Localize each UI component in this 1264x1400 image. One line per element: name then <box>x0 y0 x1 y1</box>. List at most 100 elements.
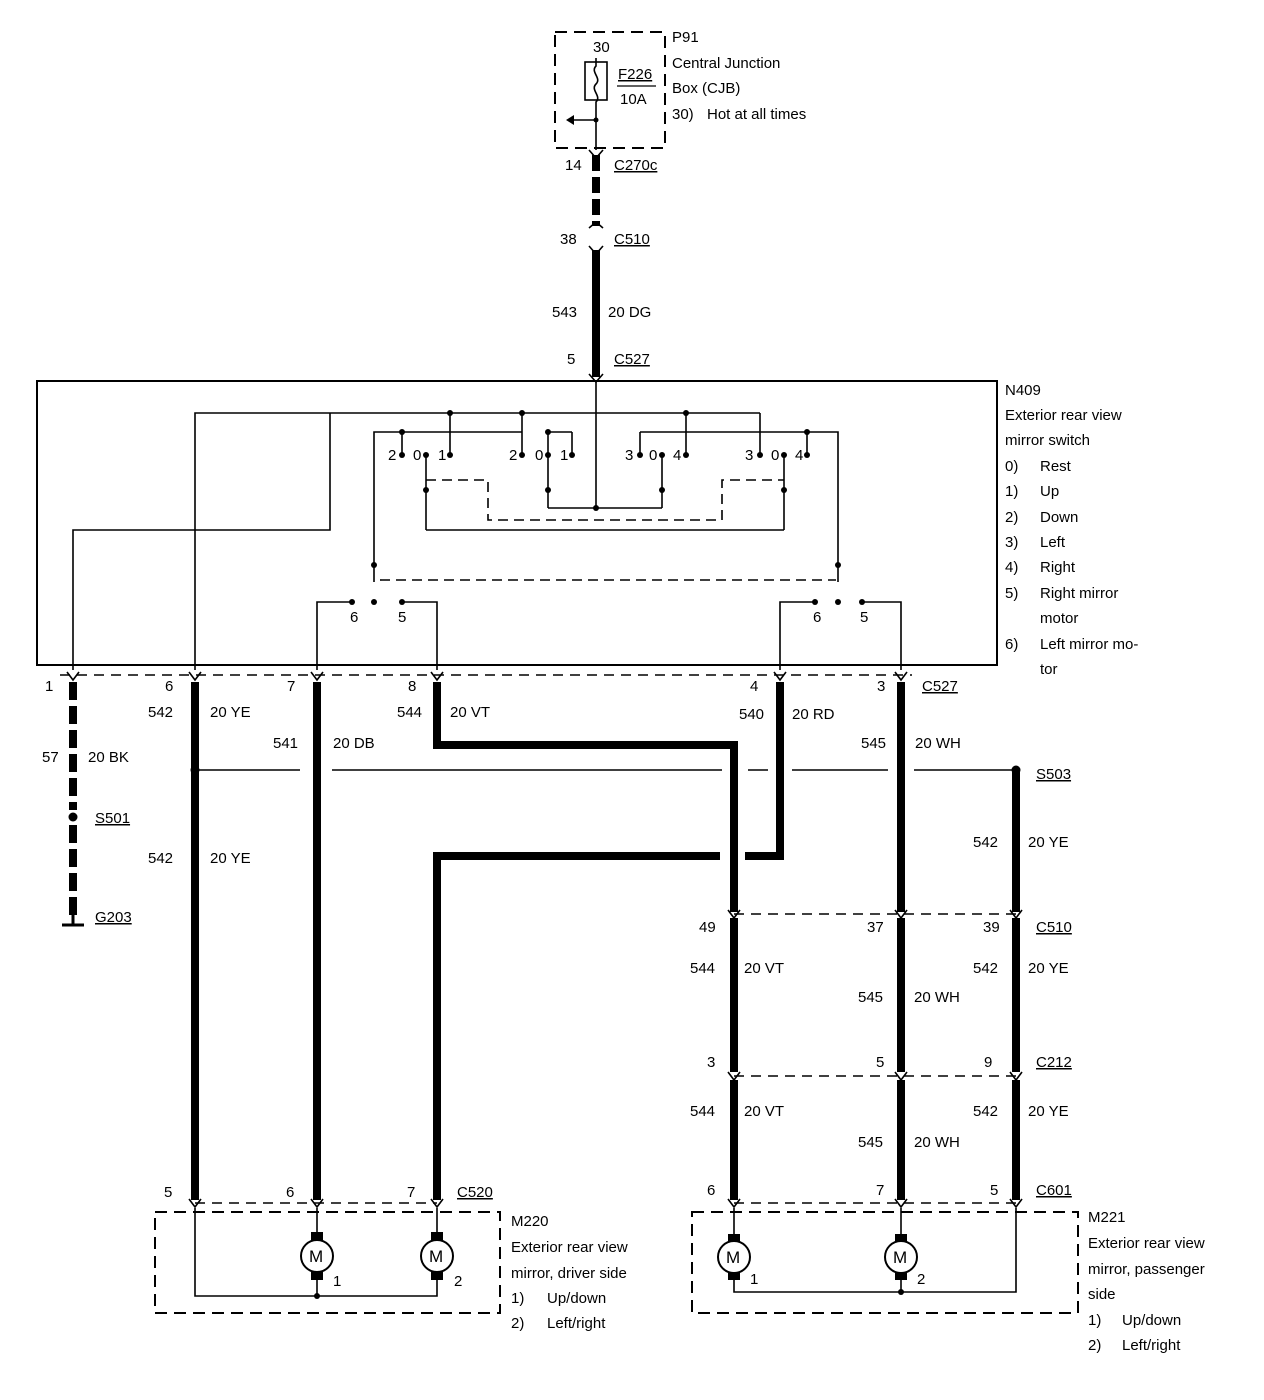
c527-pin: 8 <box>408 678 416 695</box>
motor-symbol: M <box>429 1247 443 1266</box>
switch-name-2: mirror switch <box>1005 432 1090 449</box>
wire-color: 20 YE <box>1028 834 1069 851</box>
wire-circuit: 545 <box>858 1134 883 1151</box>
splice-s503: S503 <box>1036 766 1071 783</box>
wire-circuit: 542 <box>973 834 998 851</box>
wire-color: 20 YE <box>210 850 251 867</box>
switch-legend-text: motor <box>1040 610 1078 627</box>
splice-dot <box>68 812 78 822</box>
c527-pin: 6 <box>165 678 173 695</box>
fuse-box-p91: 30 F226 10A P91 Central Junction Box (CJ… <box>554 29 806 150</box>
switch-n409: N409 Exterior rear view mirror switch 0)… <box>36 380 1138 678</box>
c527-feed-label: C527 <box>614 351 650 368</box>
contact-label: 0 <box>649 447 657 464</box>
c510-pin: 37 <box>867 919 884 936</box>
driver-mirror-name-1: Exterior rear view <box>511 1239 628 1256</box>
fuse-id: F226 <box>618 66 652 83</box>
passenger-legend-num: 1) <box>1088 1312 1101 1329</box>
contact-label: 2 <box>509 447 517 464</box>
contact-label: 5 <box>398 609 406 626</box>
motor-number: 2 <box>917 1271 925 1288</box>
c510-pin: 39 <box>983 919 1000 936</box>
motor-number: 2 <box>454 1273 462 1290</box>
driver-mirror-name-2: mirror, driver side <box>511 1265 627 1282</box>
motor-icon: M <box>300 1232 334 1280</box>
switch-contact-dots <box>349 410 865 605</box>
c520-pin: 6 <box>286 1184 294 1201</box>
c527-pin: 3 <box>877 678 885 695</box>
passenger-legend-text: Up/down <box>1122 1312 1181 1329</box>
switch-legend: 0) Rest 1) Up 2) Down 3) Left 4) Right 5… <box>1005 458 1138 678</box>
wire-color: 20 WH <box>914 1134 960 1151</box>
wire-circuit: 544 <box>690 960 715 977</box>
switch-legend-text: tor <box>1040 661 1058 678</box>
c270c-label: C270c <box>614 157 658 174</box>
c601-connector-row: 6 7 5 C601 <box>707 1182 1072 1209</box>
contact-label: 3 <box>625 447 633 464</box>
contact-label: 4 <box>673 447 681 464</box>
c527-pin: 4 <box>750 678 758 695</box>
switch-legend-text: Down <box>1040 509 1078 526</box>
motor-symbol: M <box>309 1247 323 1266</box>
switch-legend-num: 6) <box>1005 636 1018 653</box>
motor-number: 1 <box>750 1271 758 1288</box>
wire-color: 20 WH <box>915 735 961 752</box>
switch-id: N409 <box>1005 382 1041 399</box>
wire-circuit: 540 <box>739 706 764 723</box>
driver-mirror-m220: M M 1 2 M220 Exterior rear view mirror, … <box>154 1208 628 1332</box>
contact-label: 6 <box>813 609 821 626</box>
wire-circuit: 541 <box>273 735 298 752</box>
c601-pin: 5 <box>990 1182 998 1199</box>
wire-color: 20 BK <box>88 749 129 766</box>
fuse-box-note-text: Hot at all times <box>707 106 806 123</box>
feed-circuit: 543 <box>552 304 577 321</box>
fuse-box-note-num: 30) <box>672 106 694 123</box>
c510-feed-pin: 38 <box>560 231 577 248</box>
c527-pin: 7 <box>287 678 295 695</box>
wire-color: 20 YE <box>1028 1103 1069 1120</box>
wire-circuit: 544 <box>397 704 422 721</box>
c520-pin: 5 <box>164 1184 172 1201</box>
c510-feed-label: C510 <box>614 231 650 248</box>
fuse-box-id: P91 <box>672 29 699 46</box>
wire-color: 20 YE <box>210 704 251 721</box>
switch-legend-num: 5) <box>1005 585 1018 602</box>
ground-icon <box>62 910 84 927</box>
switch-legend-num: 4) <box>1005 559 1018 576</box>
wire-color: 20 WH <box>914 989 960 1006</box>
motor-symbol: M <box>893 1248 907 1267</box>
c520-connector-row: 5 6 7 C520 <box>164 1184 493 1209</box>
wire-circuit: 545 <box>861 735 886 752</box>
switch-legend-text: Rest <box>1040 458 1072 475</box>
wire-circuit: 542 <box>973 1103 998 1120</box>
driver-legend-num: 1) <box>511 1290 524 1307</box>
c601-pin: 7 <box>876 1182 884 1199</box>
wire-circuit: 542 <box>148 850 173 867</box>
c510-label: C510 <box>1036 919 1072 936</box>
contact-label: 6 <box>350 609 358 626</box>
contact-label: 1 <box>438 447 446 464</box>
c212-pin: 9 <box>984 1054 992 1071</box>
c212-pin: 5 <box>876 1054 884 1071</box>
switch-legend-text: Left mirror mo- <box>1040 636 1138 653</box>
c510-pin: 49 <box>699 919 716 936</box>
fuse-box-pin: 30 <box>593 39 610 56</box>
wire-circuit: 57 <box>42 749 59 766</box>
driver-legend-num: 2) <box>511 1315 524 1332</box>
c520-pin: 7 <box>407 1184 415 1201</box>
contact-label: 1 <box>560 447 568 464</box>
switch-contact-labels: 2 0 1 2 0 1 3 0 4 3 0 4 6 5 6 5 <box>350 447 868 626</box>
c520-label: C520 <box>457 1184 493 1201</box>
c212-pin: 3 <box>707 1054 715 1071</box>
c270c-pin: 14 <box>565 157 582 174</box>
switch-legend-num: 0) <box>1005 458 1018 475</box>
c527-connector-row: 1 6 7 8 4 3 C527 <box>45 671 958 695</box>
passenger-legend-text: Left/right <box>1122 1337 1181 1354</box>
switch-legend-text: Up <box>1040 483 1059 500</box>
passenger-mirror-name-2: mirror, passenger <box>1088 1261 1205 1278</box>
c212-connector-row: 3 5 9 C212 544 20 VT 545 20 WH 542 20 YE <box>690 1054 1072 1151</box>
switch-legend-text: Right mirror <box>1040 585 1118 602</box>
passenger-mirror-name-1: Exterior rear view <box>1088 1235 1205 1252</box>
